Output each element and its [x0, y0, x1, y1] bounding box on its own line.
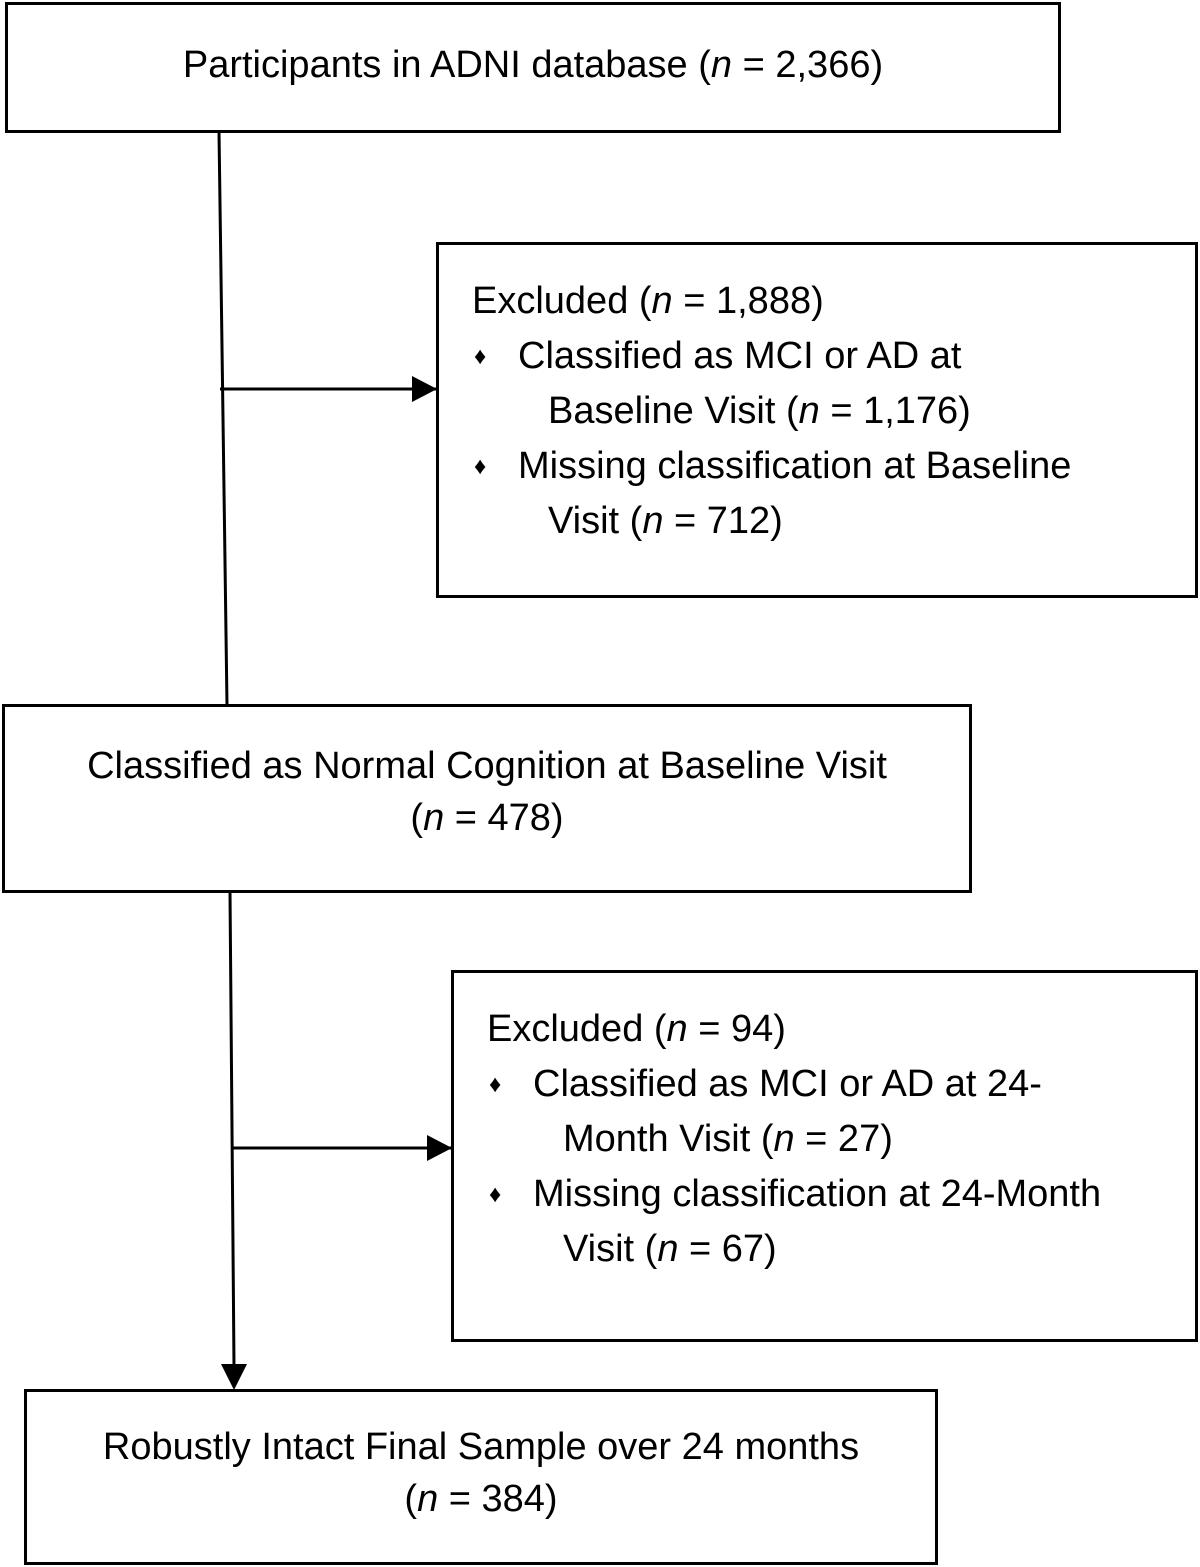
excluded-24month-box: Excluded (n = 94) ♦ Classified as MCI or… — [451, 970, 1198, 1342]
excluded-baseline-item-1-line1: Classified as MCI or AD at — [518, 335, 962, 377]
n-symbol: n — [710, 44, 733, 86]
excluded-baseline-item-2-line2: Visit (n = 712) — [548, 500, 783, 542]
final-sample-line1: Robustly Intact Final Sample over 24 mon… — [102, 1426, 860, 1468]
excluded-24month-item-2-line1: Missing classification at 24-Month — [533, 1173, 1102, 1215]
list-item: ♦ Missing classification at 24-Month Vis… — [487, 1167, 1195, 1277]
participants-count: = 2,366) — [732, 44, 884, 86]
arrowhead-excluded-baseline — [412, 376, 437, 402]
list-item: ♦ Missing classification at Baseline Vis… — [472, 439, 1195, 549]
arrowhead-final-sample — [221, 1364, 247, 1390]
excluded-baseline-box: Excluded (n = 1,888) ♦ Classified as MCI… — [436, 242, 1198, 598]
diamond-bullet-icon: ♦ — [489, 1071, 502, 1098]
excluded-24month-title: Excluded (n = 94) — [487, 1008, 786, 1050]
excluded-24month-item-1-line2: Month Visit (n = 27) — [563, 1118, 893, 1160]
excluded-baseline-item-1-line2: Baseline Visit (n = 1,176) — [548, 390, 971, 432]
excluded-24month-item-1-line1: Classified as MCI or AD at 24- — [533, 1063, 1042, 1105]
excluded-24month-item-2-line2: Visit (n = 67) — [563, 1228, 777, 1270]
participants-box: Participants in ADNI database (n = 2,366… — [5, 2, 1061, 133]
final-sample-box: Robustly Intact Final Sample over 24 mon… — [24, 1389, 938, 1565]
final-sample-line2: (n = 384) — [404, 1478, 558, 1520]
list-item: ♦ Classified as MCI or AD at Baseline Vi… — [472, 329, 1195, 439]
excluded-baseline-item-2-line1: Missing classification at Baseline — [518, 445, 1072, 487]
connector-participants-to-normal — [217, 131, 229, 706]
diamond-bullet-icon: ♦ — [474, 453, 487, 480]
connector-normal-to-final — [228, 891, 236, 1367]
participants-label: Participants in ADNI database ( — [182, 44, 711, 86]
diamond-bullet-icon: ♦ — [474, 343, 487, 370]
diamond-bullet-icon: ♦ — [489, 1181, 502, 1208]
normal-cognition-line2: (n = 478) — [410, 797, 564, 839]
arrowhead-excluded-24month — [427, 1135, 452, 1161]
normal-cognition-box: Classified as Normal Cognition at Baseli… — [2, 704, 972, 893]
excluded-baseline-title: Excluded (n = 1,888) — [472, 280, 824, 322]
list-item: ♦ Classified as MCI or AD at 24- Month V… — [487, 1057, 1195, 1167]
normal-cognition-line1: Classified as Normal Cognition at Baseli… — [87, 745, 887, 787]
